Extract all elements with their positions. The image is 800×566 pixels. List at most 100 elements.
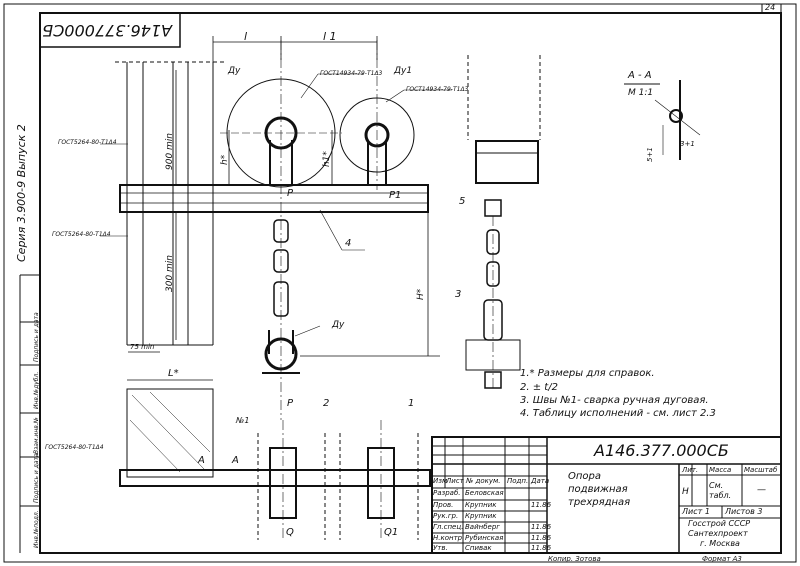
load-p: P <box>287 188 294 199</box>
stamp-name-3: трехрядная <box>568 497 631 508</box>
callout-1: 1 <box>408 398 415 409</box>
sheet-number: 24 <box>765 3 776 12</box>
inner-frame <box>39 12 782 554</box>
section-dim-3: 3+1 <box>680 140 695 148</box>
dim-h-star: h* <box>220 154 230 165</box>
stamp-role-4: Гл.спец. <box>433 523 464 531</box>
side-field-5: Подпись и дата <box>33 312 40 362</box>
stamp-lit: Н <box>682 487 689 497</box>
stamp-mass: См. табл. <box>709 481 732 500</box>
stamp-name-row-3: Крупник <box>465 512 497 520</box>
beam <box>119 184 429 213</box>
gost-label-4: ГОСТ5264-80-Т1Δ4 <box>52 231 111 238</box>
dim-300min: 300 min <box>165 254 175 292</box>
leader-lines <box>100 73 452 337</box>
dim-l1: l 1 <box>323 30 337 43</box>
dim-l: l <box>244 30 248 43</box>
stamp-lit-header: Лит. <box>682 466 699 474</box>
stamp-sheets: Листов 3 <box>725 507 763 516</box>
note-2: 2. ± t/2 <box>520 382 558 393</box>
stamp-name-row-6: Спивак <box>465 544 492 552</box>
section-scale: М 1:1 <box>628 88 654 98</box>
dim-900min: 900 min <box>165 132 175 170</box>
load-q: Q <box>286 527 294 538</box>
stamp-name-1: Опора <box>568 471 602 482</box>
stamp-name-2: подвижная <box>568 484 628 495</box>
side-field-1: Инв.№подл. <box>33 510 40 548</box>
side-field-4: Инв.№дубл. <box>33 371 40 409</box>
stamp-designation: А146.377.000СБ <box>594 441 729 460</box>
dim-L-star: L* <box>168 368 179 379</box>
format-label: Формат А3 <box>702 555 742 563</box>
section-mark-a-right: А <box>232 455 239 466</box>
stamp-sheet: Лист 1 <box>682 507 710 516</box>
stamp-org-2: Сантехпроект <box>688 529 748 538</box>
stamp-role-2: Пров. <box>433 501 454 509</box>
weld-n1: №1 <box>236 416 250 425</box>
side-field-3: Взам.инв.№ <box>33 417 40 454</box>
hanger-rod <box>262 219 300 374</box>
height-dims <box>128 70 440 357</box>
note-3: 3. Швы №1- сварка ручная дуговая. <box>520 395 709 406</box>
load-q1: Q1 <box>384 527 399 538</box>
stamp-role-1: Разраб. <box>433 489 461 497</box>
inverted-title: А146.377000СБ <box>42 21 172 40</box>
note-4: 4. Таблицу исполнений - см. лист 2.3 <box>520 408 716 419</box>
callout-3: 3 <box>455 289 462 300</box>
load-p-bottom: P <box>287 398 294 409</box>
stamp-role-3: Рук.гр. <box>433 512 459 520</box>
plan-view <box>119 379 431 540</box>
callout-4: 4 <box>345 238 352 249</box>
stamp-date-row-4: 11.86 <box>531 523 552 531</box>
dim-H-star: H* <box>416 288 426 300</box>
callout-5: 5 <box>459 196 466 207</box>
dim-du-bottom: Ду <box>332 320 345 330</box>
outer-frame <box>3 3 797 563</box>
stamp-role-5: Н.контр. <box>433 534 465 542</box>
gost-label-5: ГОСТ5264-80-Т1Δ4 <box>45 444 104 451</box>
dim-du: Ду <box>228 66 241 76</box>
stamp-head-izm: Изм <box>433 477 448 485</box>
copied-by: Копир. Зотова <box>548 555 601 563</box>
section-a-a <box>624 80 701 160</box>
stamp-org-3: г. Москва <box>700 539 740 548</box>
stamp-date-row-2: 11.86 <box>531 501 552 509</box>
side-view <box>465 55 541 390</box>
stamp-role-6: Утв. <box>433 544 448 552</box>
stamp-org-1: Госстрой СССР <box>688 519 751 528</box>
pipe-du <box>220 40 342 420</box>
note-1: 1.* Размеры для справок. <box>520 368 655 379</box>
callout-2: 2 <box>323 398 330 409</box>
stamp-name-row-1: Беловская <box>465 489 504 497</box>
stamp-head-sign: Подп. <box>507 477 529 485</box>
stamp-date-row-5: 11.86 <box>531 534 552 542</box>
stamp-scale-header: Масштаб <box>744 466 778 474</box>
stamp-name-row-2: Крупник <box>465 501 497 509</box>
pipe-du1 <box>339 40 415 190</box>
section-mark-a-left: А <box>198 455 205 466</box>
side-series-label: Серия 3.900-9 Выпуск 2 <box>15 124 28 262</box>
stamp-name-row-4: Вайнберг <box>465 523 500 531</box>
dim-h1-star: h1* <box>322 151 332 167</box>
stamp-date-row-6: 11.86 <box>531 544 552 552</box>
stamp-head-list: Лист <box>446 477 464 485</box>
stamp-mass-header: Масса <box>709 466 732 474</box>
title-block <box>431 436 782 554</box>
inverted-title-box <box>39 12 181 48</box>
dim-lines-top <box>212 36 378 80</box>
wall-column <box>115 61 225 346</box>
load-p1: P1 <box>389 190 402 201</box>
gost-label-1: ГОСТ14934-79-Т1Δ3 <box>320 70 383 77</box>
stamp-head-date: Дата <box>531 477 550 485</box>
dim-du1: Ду1 <box>394 66 413 76</box>
stamp-scale: — <box>757 485 766 495</box>
stamp-head-doc: № докум. <box>466 477 501 485</box>
section-title: А - А <box>628 70 652 81</box>
gost-label-3: ГОСТ5264-80-Т1Δ4 <box>58 139 117 146</box>
gost-label-2: ГОСТ14934-79-Т1Δ3 <box>406 86 469 93</box>
section-dim-5: 5+1 <box>646 147 654 162</box>
sheet-number-box <box>761 3 782 14</box>
stamp-name-row-5: Рубинская <box>465 534 504 542</box>
dim-75min: 75 min <box>130 343 155 351</box>
